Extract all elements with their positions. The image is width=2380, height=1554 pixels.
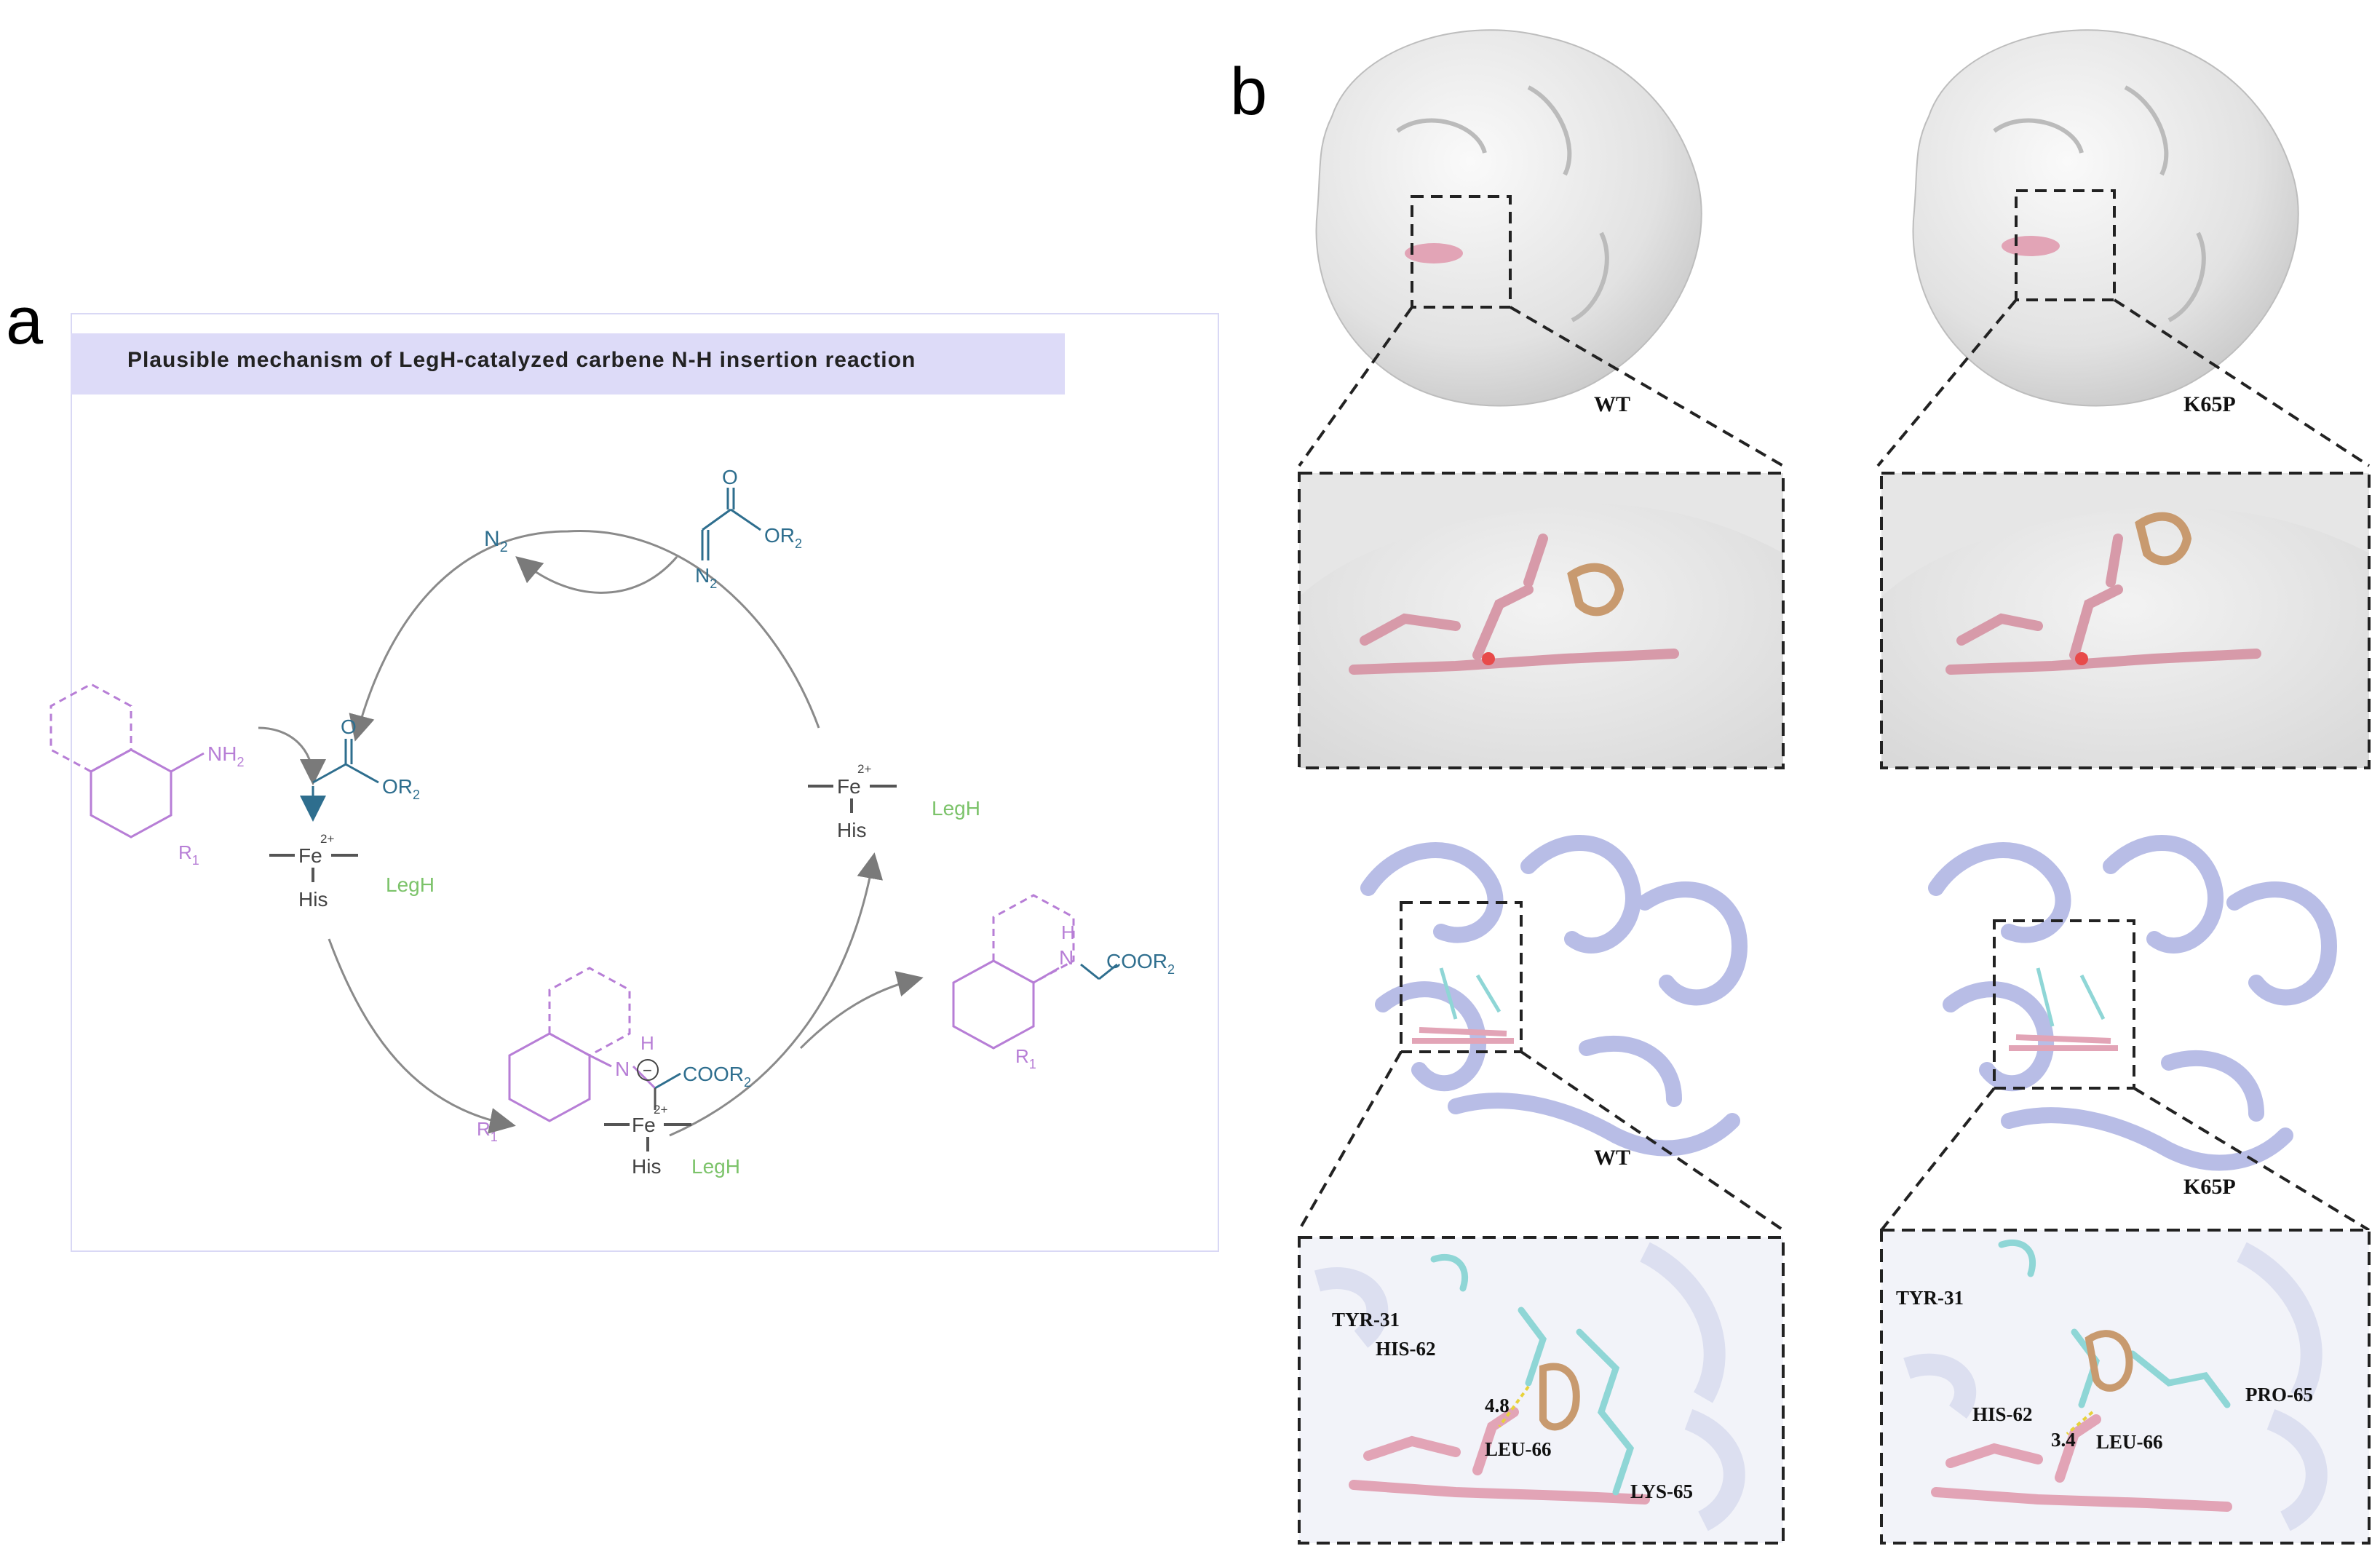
fe-left: Fe [298,844,322,867]
product-cooR2: COOR2 [1106,950,1175,977]
panel-b-letter: b [1230,55,1268,129]
structure-panel: WT K65P [1298,29,2371,1545]
carbene-o: O [341,715,357,738]
mechanism-frame [71,313,1219,1252]
minus-circle [637,1059,659,1081]
legh-ylide: LegH [691,1155,740,1178]
mechanism-scheme: N2 O OR2 N2 NH2 R1 O OR2 Fe 2+ His LegH … [49,466,1175,1178]
his-ylide: His [632,1155,661,1178]
k65p-cartoon [1928,835,2338,1171]
wt-cartoon-label: WT [1594,1146,1630,1170]
diazo-o: O [722,466,738,488]
fe-ylide-charge: 2+ [654,1103,667,1117]
wt-tyr31: TYR-31 [1332,1309,1400,1331]
carbene-or2: OR2 [382,775,420,802]
k65p-pro65: PRO-65 [2245,1384,2313,1406]
legh-right: LegH [932,797,980,820]
ylide-h: H [640,1032,654,1054]
mechanism-title: Plausible mechanism of LegH-catalyzed ca… [127,348,916,372]
k65p-his62: HIS-62 [1972,1403,2033,1425]
n2-text: N2 [484,527,508,555]
diazo-n2: N2 [695,564,717,591]
k65p-surface-zoom [1880,472,2371,769]
ylide-cooR2: COOR2 [683,1063,751,1090]
k65p-distance: 3.4 [2051,1429,2076,1451]
wt-lys65: LYS-65 [1630,1480,1693,1502]
product-n: N [1059,946,1074,969]
ylide-ring [508,967,631,1122]
aniline-r1: R1 [178,841,199,868]
fe-right-charge: 2+ [857,762,871,776]
n2-release-arrow [515,556,678,594]
wt-surface-zoom [1298,472,1785,769]
ylide-minus: − [643,1061,652,1079]
k65p-surface-label: K65P [2183,392,2236,416]
fe-ylide: Fe [632,1114,656,1136]
wt-his62: HIS-62 [1376,1338,1436,1360]
carbene-ester [300,739,379,822]
cycle-arc-top [349,529,820,742]
aniline-nh2: NH2 [207,742,244,769]
wt-distance: 4.8 [1485,1395,1510,1416]
mechanism-header [71,333,1065,395]
wt-residue-zoom [1298,1236,1785,1545]
diazo-ester [701,488,761,560]
his-right: His [837,819,866,841]
ylide-r1: R1 [477,1118,498,1144]
panel-a-letter: a [6,284,44,358]
product-r1: R1 [1015,1045,1036,1071]
product-h: H [1061,921,1075,943]
k65p-surface [1912,29,2299,407]
fe-left-charge: 2+ [320,832,334,846]
cycle-arc-left [328,938,516,1134]
k65p-residue-zoom [1880,1229,2371,1545]
amine-attack-arrow [258,726,326,785]
wt-cartoon [1360,835,1748,1157]
wt-surface [1315,29,1702,407]
product-ring [952,894,1075,1050]
wt-surface-label: WT [1594,392,1630,416]
legh-left: LegH [386,873,435,896]
wt-leu66: LEU-66 [1485,1438,1552,1460]
cycle-arc-bottom-right [669,852,884,1137]
k65p-tyr31: TYR-31 [1896,1287,1964,1309]
fe-right: Fe [837,775,861,798]
k65p-leu66: LEU-66 [2096,1431,2163,1453]
aniline-ring [49,683,205,839]
ylide-n: N [615,1058,630,1080]
his-left: His [298,888,328,911]
product-release-arrow [799,971,924,1050]
diazo-or2: OR2 [764,524,802,551]
k65p-cartoon-label: K65P [2183,1175,2236,1199]
